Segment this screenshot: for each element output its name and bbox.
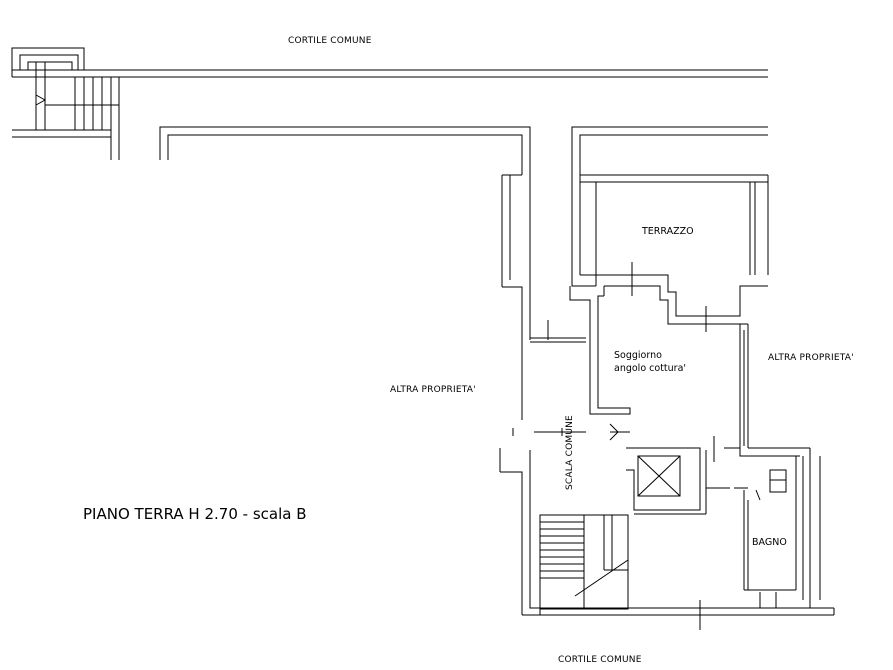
label-altra-proprieta-right: ALTRA PROPRIETA' (768, 353, 854, 363)
plan-title: PIANO TERRA H 2.70 - scala B (83, 505, 307, 523)
label-bagno: BAGNO (752, 537, 787, 548)
label-terrazzo: TERRAZZO (642, 226, 694, 237)
lift-shaft (626, 436, 730, 515)
top-left-stair (11, 47, 120, 160)
stair-corridor-walls (499, 286, 834, 616)
courtyard-top-boundary (12, 69, 768, 78)
label-soggiorno: Soggiorno (614, 350, 662, 361)
label-scala-comune: SCALA COMUNE (565, 415, 575, 490)
label-cortile-bottom: CORTILE COMUNE (558, 655, 642, 665)
left-property-wall (159, 126, 586, 420)
label-altra-proprieta-left: ALTRA PROPRIETA' (390, 385, 476, 395)
label-cortile-top: CORTILE COMUNE (288, 36, 372, 46)
label-angolo-cottura: angolo cottura' (614, 363, 687, 374)
stair-flight (539, 514, 629, 610)
apartment-walls (699, 324, 835, 630)
terrace-walls (571, 126, 769, 332)
